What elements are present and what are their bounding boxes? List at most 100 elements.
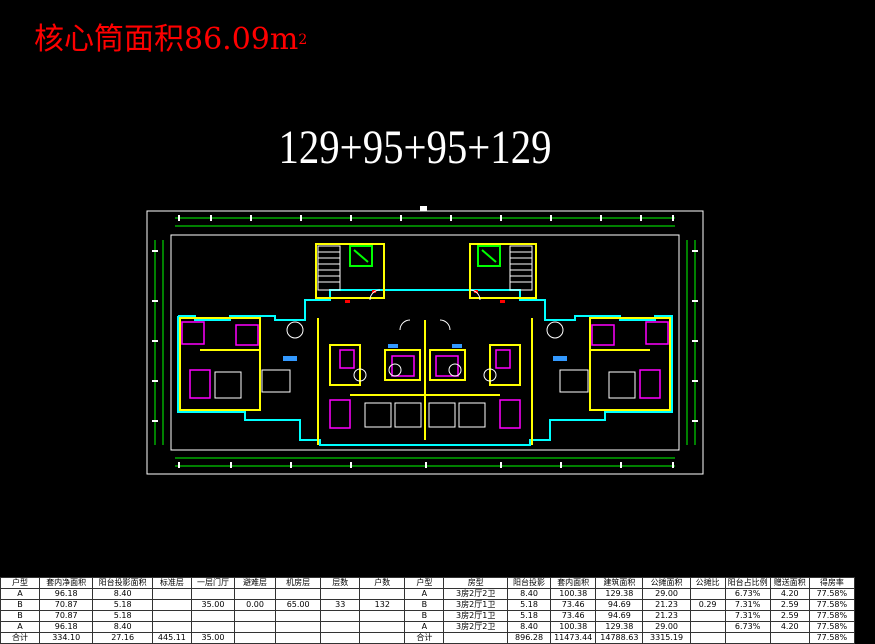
table-cell: 8.40 <box>92 621 153 633</box>
table-cell: 3房2厅1卫 <box>443 610 508 622</box>
header-cell: 套内面积 <box>550 577 597 589</box>
table-cell: 445.11 <box>151 632 192 644</box>
door-swings <box>369 289 481 331</box>
table-cell <box>151 610 192 622</box>
table-cell: 11473.44 <box>550 632 597 644</box>
table-cell: 5.18 <box>506 599 552 611</box>
table-cell <box>359 588 406 600</box>
table-cell: 35.00 <box>190 599 236 611</box>
table-cell: 77.58% <box>808 599 856 611</box>
furniture <box>214 321 636 428</box>
table-cell <box>190 621 236 633</box>
header-cell: 户数 <box>359 577 406 589</box>
table-cell <box>234 621 277 633</box>
table-cell <box>234 632 277 644</box>
table-cell: 5.18 <box>92 599 153 611</box>
table-cell <box>234 588 277 600</box>
dimension-ticks <box>152 215 698 468</box>
header-cell: 机房层 <box>275 577 322 589</box>
table-cell <box>724 632 771 644</box>
table-cell: 77.58% <box>808 610 856 622</box>
table-cell: 29.00 <box>642 621 691 633</box>
table-cell: 合计 <box>0 632 40 644</box>
fire-markers <box>345 290 505 303</box>
table-cell: 5.18 <box>506 610 552 622</box>
table-cell: 73.46 <box>550 599 597 611</box>
table-cell: B <box>404 599 445 611</box>
table-cell: B <box>404 610 445 622</box>
header-cell: 公摊比 <box>689 577 726 589</box>
interior-walls <box>179 243 671 445</box>
fixtures <box>181 321 669 429</box>
table-cell: 77.58% <box>808 621 856 633</box>
table-cell: 14788.63 <box>595 632 644 644</box>
table-cell: 0.00 <box>234 599 277 611</box>
table-cell: 73.46 <box>550 610 597 622</box>
header-cell: 户型 <box>404 577 445 589</box>
table-cell <box>689 621 726 633</box>
core-area-title-main: 核心筒面积86.09m <box>34 22 299 57</box>
table-cell <box>359 621 406 633</box>
table-cell <box>359 610 406 622</box>
table-cell: 70.87 <box>38 599 94 611</box>
table-cell <box>234 610 277 622</box>
table-cell <box>275 632 322 644</box>
table-cell: 77.58% <box>808 632 856 644</box>
table-cell: 77.58% <box>808 588 856 600</box>
table-cell: 5.18 <box>92 610 153 622</box>
table-cell: 70.87 <box>38 610 94 622</box>
header-cell: 得房率 <box>808 577 856 589</box>
table-cell: 334.10 <box>38 632 94 644</box>
table-cell: B <box>0 599 40 611</box>
table-cell <box>151 599 192 611</box>
table-cell: 3房2厅2卫 <box>443 621 508 633</box>
table-cell: 2.59 <box>769 610 810 622</box>
table-cell: 100.38 <box>550 621 597 633</box>
table-cell: 35.00 <box>190 632 236 644</box>
table-cell: 4.20 <box>769 588 810 600</box>
table-cell: A <box>404 621 445 633</box>
table-cell: 8.40 <box>506 588 552 600</box>
selection-grip[interactable] <box>420 206 427 211</box>
unit-combination-label: 129+95+95+129 <box>278 121 552 174</box>
outer-frame <box>146 210 704 475</box>
header-cell: 层数 <box>320 577 361 589</box>
table-cell <box>320 588 361 600</box>
table-cell: 94.69 <box>595 599 644 611</box>
header-cell: 公摊面积 <box>642 577 691 589</box>
table-cell: 132 <box>359 599 406 611</box>
header-cell: 建筑面积 <box>595 577 644 589</box>
table-cell <box>320 621 361 633</box>
table-cell: 7.31% <box>724 610 771 622</box>
table-cell <box>320 610 361 622</box>
table-cell: A <box>0 588 40 600</box>
table-cell: 3房2厅2卫 <box>443 588 508 600</box>
table-cell: 29.00 <box>642 588 691 600</box>
table-cell: 2.59 <box>769 599 810 611</box>
header-cell: 一层门厅 <box>190 577 236 589</box>
table-cell <box>689 632 726 644</box>
table-cell: 96.18 <box>38 588 94 600</box>
table-cell <box>320 632 361 644</box>
table-cell <box>151 621 192 633</box>
table-cell <box>689 610 726 622</box>
table-cell: A <box>404 588 445 600</box>
table-cell: 合计 <box>404 632 445 644</box>
table-cell: 21.23 <box>642 610 691 622</box>
table-cell <box>275 610 322 622</box>
elevator-shafts <box>349 245 501 267</box>
table-cell: 4.20 <box>769 621 810 633</box>
table-cell: 129.38 <box>595 588 644 600</box>
table-cell <box>190 610 236 622</box>
table-cell: 94.69 <box>595 610 644 622</box>
core-area-title-superscript: 2 <box>298 32 308 48</box>
header-cell: 赠送面积 <box>769 577 810 589</box>
stair-cores <box>317 245 533 291</box>
table-cell <box>151 588 192 600</box>
table-cell: 6.73% <box>724 588 771 600</box>
